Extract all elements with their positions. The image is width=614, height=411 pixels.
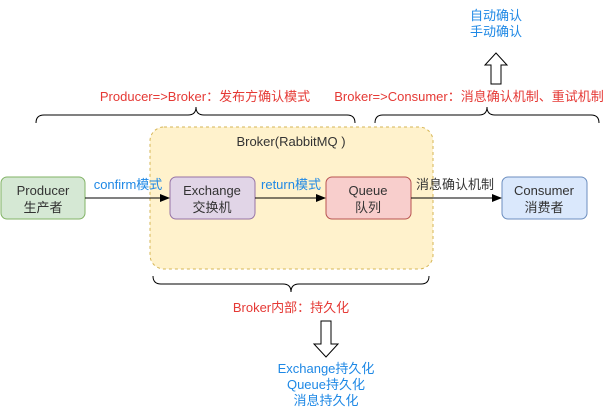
top-note-manual-ack: 手动确认 [470,24,522,39]
broker-consumer-brace [374,106,600,124]
down-arrow-icon [312,320,340,358]
top-note-auto-ack: 自动确认 [470,8,522,23]
bottom-note-message: 消息持久化 [293,393,358,408]
producer-broker-brace [35,106,356,124]
exchange-label-en: Exchange [183,183,241,198]
exchange-label-zh: 交换机 [192,200,231,215]
broker-title: Broker(RabbitMQ ) [236,134,345,149]
queue-consumer-label: 消息确认机制 [416,177,494,192]
up-arrow-icon [483,52,509,85]
producer-broker-label: Producer=>Broker：发布方确认模式 [100,89,310,104]
producer-label-en: Producer [17,183,70,198]
producer-exchange-label: confirm模式 [94,177,163,192]
broker-internal-label: Broker内部：持久化 [233,300,349,315]
exchange-queue-label: return模式 [261,177,321,192]
consumer-node [501,176,588,220]
bottom-note-exchange: Exchange持久化 [278,361,375,376]
producer-label-zh: 生产者 [23,200,62,215]
consumer-label-en: Consumer [514,183,575,198]
queue-label-en: Queue [348,183,387,198]
broker-internal-brace [152,275,430,293]
consumer-label-zh: 消费者 [524,200,563,215]
broker-consumer-label: Broker=>Consumer：消息确认机制、重试机制 [334,89,603,104]
queue-label-zh: 队列 [355,200,381,215]
bottom-note-queue: Queue持久化 [287,377,365,392]
